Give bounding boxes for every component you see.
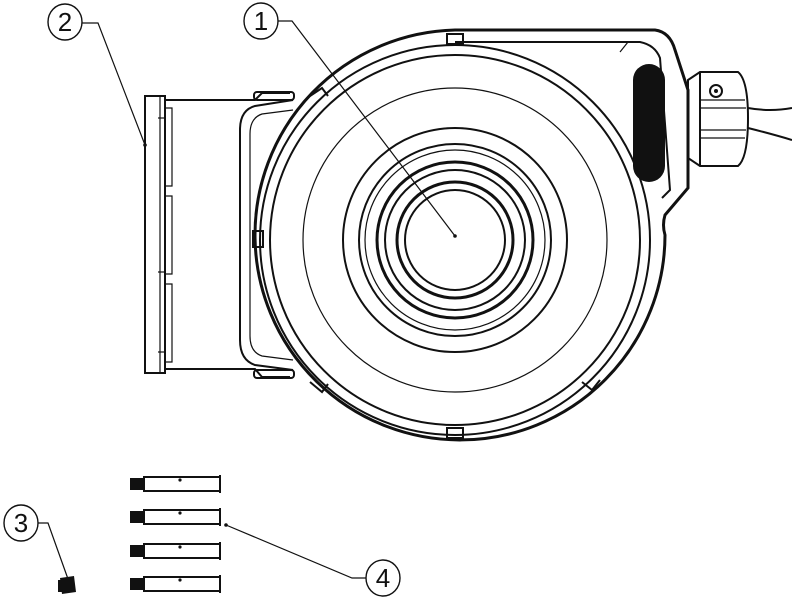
mounting-bracket bbox=[144, 91, 295, 379]
callout-3: 3 bbox=[3, 504, 39, 542]
wall-anchor bbox=[130, 542, 221, 560]
callout-1: 1 bbox=[243, 2, 279, 40]
wall-anchor bbox=[130, 575, 221, 593]
hose-guide bbox=[687, 71, 792, 167]
leader-lines bbox=[38, 20, 457, 580]
reel-housing bbox=[252, 28, 690, 442]
reel-back-plate bbox=[239, 99, 294, 371]
wall-anchors bbox=[130, 475, 221, 593]
callout-1-label: 1 bbox=[254, 6, 268, 36]
callout-3-label: 3 bbox=[14, 508, 28, 538]
callout-2: 2 bbox=[47, 3, 83, 41]
callout-4: 4 bbox=[365, 559, 401, 597]
wall-anchor bbox=[130, 508, 221, 526]
callout-2-label: 2 bbox=[58, 7, 72, 37]
handle-grip bbox=[633, 64, 665, 182]
wall-anchor bbox=[130, 475, 221, 493]
callout-4-label: 4 bbox=[376, 563, 390, 593]
wall-screw bbox=[58, 576, 76, 594]
